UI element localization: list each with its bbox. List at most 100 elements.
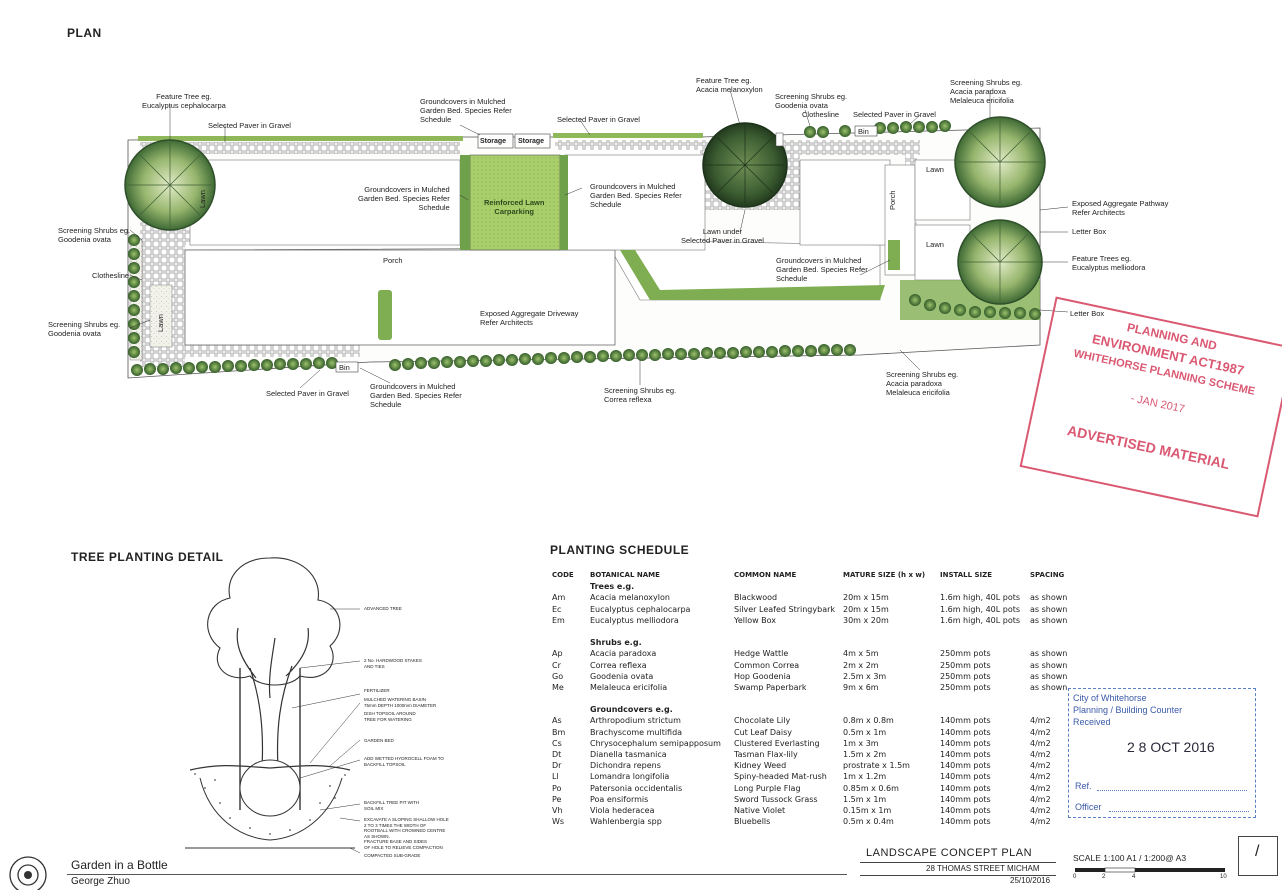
schedule-cell-botanical: Melaleuca ericifolia <box>590 682 668 692</box>
council-stamp-line2: Planning / Building Counter <box>1073 705 1183 715</box>
schedule-cell-botanical: Dianella tasmanica <box>590 750 667 759</box>
schedule-cell-botanical: Chrysocephalum semipapposum <box>590 738 721 748</box>
council-received-stamp: City of Whitehorse Planning / Building C… <box>1068 688 1256 818</box>
schedule-cell-install: 140mm pots <box>940 738 991 748</box>
schedule-cell-botanical: Acacia melanoxylon <box>590 593 670 603</box>
schedule-cell-install: 140mm pots <box>940 772 991 782</box>
schedule-cell-spacing: 4/m2 <box>1030 772 1051 782</box>
schedule-spacer <box>734 626 835 637</box>
schedule-cell-spacing: 4/m2 <box>1030 750 1051 759</box>
drawing-date: 25/10/2016 <box>1010 876 1051 885</box>
schedule-cell-install: 1.6m high, 40L pots <box>940 615 1021 625</box>
label-selected-paver-top-mid: Selected Paver in Gravel <box>557 115 640 124</box>
schedule-cell-code: Am <box>552 593 566 603</box>
schedule-spacer <box>734 693 835 704</box>
council-stamp-date: 2 8 OCT 2016 <box>1127 739 1215 755</box>
label-screening-shrubs-bottom-right: Screening Shrubs eg. Acacia paradoxa Mel… <box>886 370 959 397</box>
schedule-spacer <box>940 581 1020 592</box>
schedule-cell-code: As <box>552 716 562 726</box>
schedule-cell-code: Ll <box>552 772 559 782</box>
detail-label-garden-bed: GARDEN BED <box>364 738 394 743</box>
schedule-cell-common: Clustered Everlasting <box>734 738 820 748</box>
schedule-cell-spacing: as shown <box>1030 660 1068 670</box>
label-selected-paver-top-left: Selected Paver in Gravel <box>208 121 291 130</box>
schedule-cell-code: Cr <box>552 660 561 670</box>
schedule-header-install: INSTALL SIZE <box>940 571 993 579</box>
detail-label-dish-topsoil: DISH TOPSOIL AROUND TREE FOR WATERING <box>364 711 416 722</box>
schedule-spacer <box>1030 581 1067 592</box>
sheet-number-box: / <box>1238 836 1278 876</box>
schedule-cell-mature: 1.5m x 1m <box>843 794 887 804</box>
paver-path-bottom <box>150 345 360 357</box>
schedule-cell-code: Bm <box>552 727 566 737</box>
schedule-cell-spacing: 4/m2 <box>1030 783 1051 793</box>
schedule-cell-botanical: Eucalyptus cephalocarpa <box>590 604 691 614</box>
author-name: George Zhuo <box>71 876 130 887</box>
schedule-cell-spacing: as shown <box>1030 671 1068 681</box>
schedule-spacer <box>940 637 1020 648</box>
council-stamp-line3: Received <box>1073 717 1111 727</box>
schedule-cell-common: Silver Leafed Stringybark <box>734 604 836 614</box>
logo-icon <box>9 856 47 890</box>
schedule-spacer <box>940 626 1020 637</box>
schedule-group-name: Groundcovers e.g. <box>590 705 673 715</box>
schedule-spacer <box>843 704 925 715</box>
schedule-heading: PLANTING SCHEDULE <box>550 543 690 557</box>
label-feature-trees-right: Feature Trees eg. Eucalyptus melliodora <box>1072 254 1146 272</box>
label-letter-box-1: Letter Box <box>1072 227 1107 236</box>
paver-path-top-left <box>140 142 460 154</box>
detail-label-fertilizer: FERTILIZER <box>364 688 390 693</box>
schedule-cell-mature: 1.5m x 2m <box>843 750 887 759</box>
schedule-cell-spacing: 4/m2 <box>1030 817 1051 827</box>
schedule-cell-common: Swamp Paperbark <box>734 682 807 692</box>
schedule-cell-botanical: Patersonia occidentalis <box>590 783 683 793</box>
schedule-spacer <box>843 581 925 592</box>
drawing-scale: SCALE 1:100 A1 / 1:200@ A3 <box>1073 853 1187 863</box>
tree-detail-heading: TREE PLANTING DETAIL <box>71 550 224 564</box>
schedule-cell-install: 140mm pots <box>940 727 991 737</box>
schedule-header-common: COMMON NAME <box>734 571 797 579</box>
scale-tick-10: 10 <box>1220 874 1227 880</box>
schedule-spacer <box>843 693 925 704</box>
schedule-cell-code: Ec <box>552 604 562 614</box>
schedule-cell-spacing: 4/m2 <box>1030 805 1051 815</box>
schedule-cell-code: Vh <box>552 805 563 815</box>
label-lawn-under: Lawn under Selected Paver in Gravel <box>681 227 764 245</box>
schedule-header-code: CODE <box>552 571 574 579</box>
schedule-spacer <box>590 626 721 637</box>
bin-bottom <box>335 361 359 373</box>
schedule-spacer <box>552 693 574 704</box>
label-bin-bottom: Bin <box>339 363 350 372</box>
schedule-cell-install: 140mm pots <box>940 750 991 759</box>
schedule-cell-mature: 2m x 2m <box>843 660 879 670</box>
company-name: Garden in a Bottle <box>71 858 168 872</box>
clothesline-post <box>775 132 784 147</box>
schedule-cell-spacing: 4/m2 <box>1030 761 1051 771</box>
label-feature-tree-left: Feature Tree eg. Eucalyptus cephalocarpa <box>142 92 226 110</box>
schedule-cell-common: Native Violet <box>734 805 786 815</box>
lawn-side-label: Lawn <box>198 190 207 208</box>
label-groundcovers-top: Groundcovers in Mulched Garden Bed. Spec… <box>420 97 512 124</box>
schedule-cell-common: Long Purple Flag <box>734 783 801 793</box>
schedule-cell-botanical: Correa reflexa <box>590 660 647 670</box>
scale-tick-4: 4 <box>1132 874 1136 880</box>
schedule-cell-install: 250mm pots <box>940 649 991 659</box>
plan-heading: PLAN <box>67 26 102 40</box>
schedule-cell-mature: 0.85m x 0.6m <box>843 783 899 793</box>
schedule-cell-mature: 30m x 20m <box>843 615 889 625</box>
schedule-cell-common: Spiny-headed Mat-rush <box>734 772 827 782</box>
label-bin-top: Bin <box>858 127 869 136</box>
schedule-cell-install: 250mm pots <box>940 682 991 692</box>
label-exposed-pathway: Exposed Aggregate Pathway Refer Architec… <box>1072 199 1169 217</box>
schedule-cell-install: 140mm pots <box>940 805 991 815</box>
schedule-cell-install: 250mm pots <box>940 671 991 681</box>
schedule-cell-install: 140mm pots <box>940 817 991 827</box>
schedule-cell-install: 1.6m high, 40L pots <box>940 604 1021 614</box>
schedule-cell-botanical: Wahlenbergia spp <box>590 817 662 827</box>
schedule-cell-spacing: as shown <box>1030 649 1068 659</box>
label-lawn-right-1: Lawn <box>926 165 944 174</box>
schedule-cell-spacing: 4/m2 <box>1030 727 1051 737</box>
